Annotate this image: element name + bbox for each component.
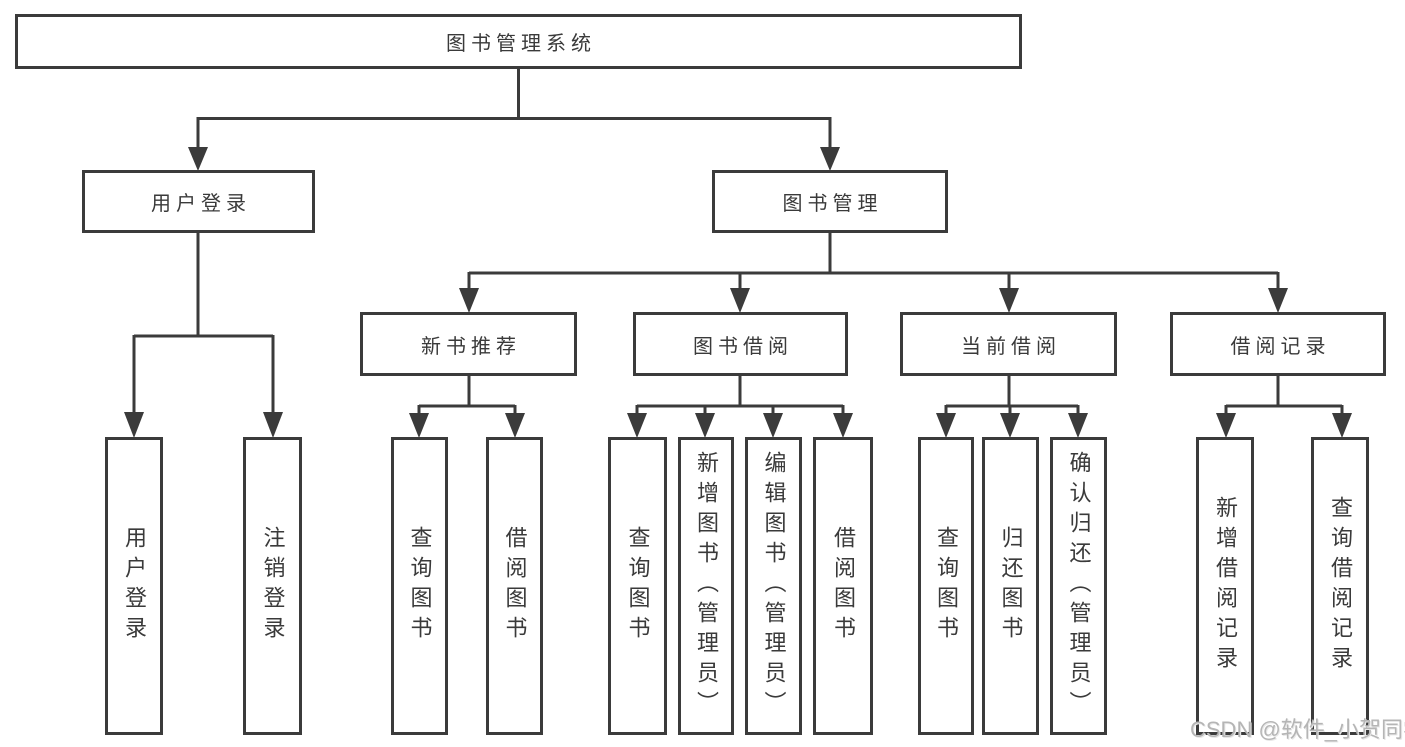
leaf-add-book-admin-label: 新增图书（管理员） (694, 451, 719, 721)
leaf-borrow-books: 借阅图书 (813, 437, 873, 735)
node-current-borrow-label: 当前借阅 (961, 335, 1061, 358)
node-root-label: 图书管理系统 (446, 33, 596, 55)
leaf-edit-book-admin-label: 编辑图书（管理员） (761, 451, 787, 721)
leaf-query-borrow-record: 查询借阅记录 (1311, 437, 1369, 735)
leaf-confirm-return-admin-label: 确认归还（管理员） (1066, 451, 1092, 721)
leaf-query-books-current-label: 查询图书 (934, 526, 959, 646)
leaf-query-books-borrow: 查询图书 (608, 437, 667, 735)
leaf-logout: 注销登录 (243, 437, 302, 735)
leaf-borrow-books-recommend: 借阅图书 (486, 437, 543, 735)
node-book-borrow-label: 图书借阅 (693, 335, 793, 358)
leaf-return-book: 归还图书 (982, 437, 1039, 735)
leaf-add-book-admin: 新增图书（管理员） (678, 437, 734, 735)
leaf-borrow-books-label: 借阅图书 (831, 526, 856, 646)
node-borrow-records-label: 借阅记录 (1230, 335, 1331, 358)
node-book-management-label: 图书管理 (782, 193, 883, 215)
leaf-query-books-current: 查询图书 (918, 437, 974, 735)
node-current-borrow: 当前借阅 (900, 312, 1117, 376)
node-user-login: 用户登录 (82, 170, 315, 233)
node-new-book-recommend-label: 新书推荐 (421, 335, 521, 358)
node-book-borrow: 图书借阅 (633, 312, 848, 376)
leaf-borrow-books-recommend-label: 借阅图书 (502, 526, 528, 646)
node-root-library-system: 图书管理系统 (15, 14, 1022, 69)
leaf-add-borrow-record: 新增借阅记录 (1196, 437, 1254, 735)
leaf-add-borrow-record-label: 新增借阅记录 (1213, 496, 1238, 676)
leaf-return-book-label: 归还图书 (998, 526, 1024, 646)
node-user-login-label: 用户登录 (151, 193, 251, 215)
leaf-confirm-return-admin: 确认归还（管理员） (1050, 437, 1107, 735)
leaf-user-login: 用户登录 (105, 437, 163, 735)
node-book-management: 图书管理 (712, 170, 948, 233)
leaf-query-books-recommend: 查询图书 (391, 437, 448, 735)
node-borrow-records: 借阅记录 (1170, 312, 1386, 376)
leaf-query-borrow-record-label: 查询借阅记录 (1328, 496, 1353, 676)
leaf-edit-book-admin: 编辑图书（管理员） (745, 437, 802, 735)
leaf-user-login-label: 用户登录 (122, 526, 147, 646)
leaf-logout-label: 注销登录 (260, 526, 286, 646)
csdn-watermark: CSDN @软件_小贺同学 (1190, 717, 1405, 742)
leaf-query-books-recommend-label: 查询图书 (407, 526, 433, 646)
leaf-query-books-borrow-label: 查询图书 (625, 526, 651, 646)
node-new-book-recommend: 新书推荐 (360, 312, 577, 376)
